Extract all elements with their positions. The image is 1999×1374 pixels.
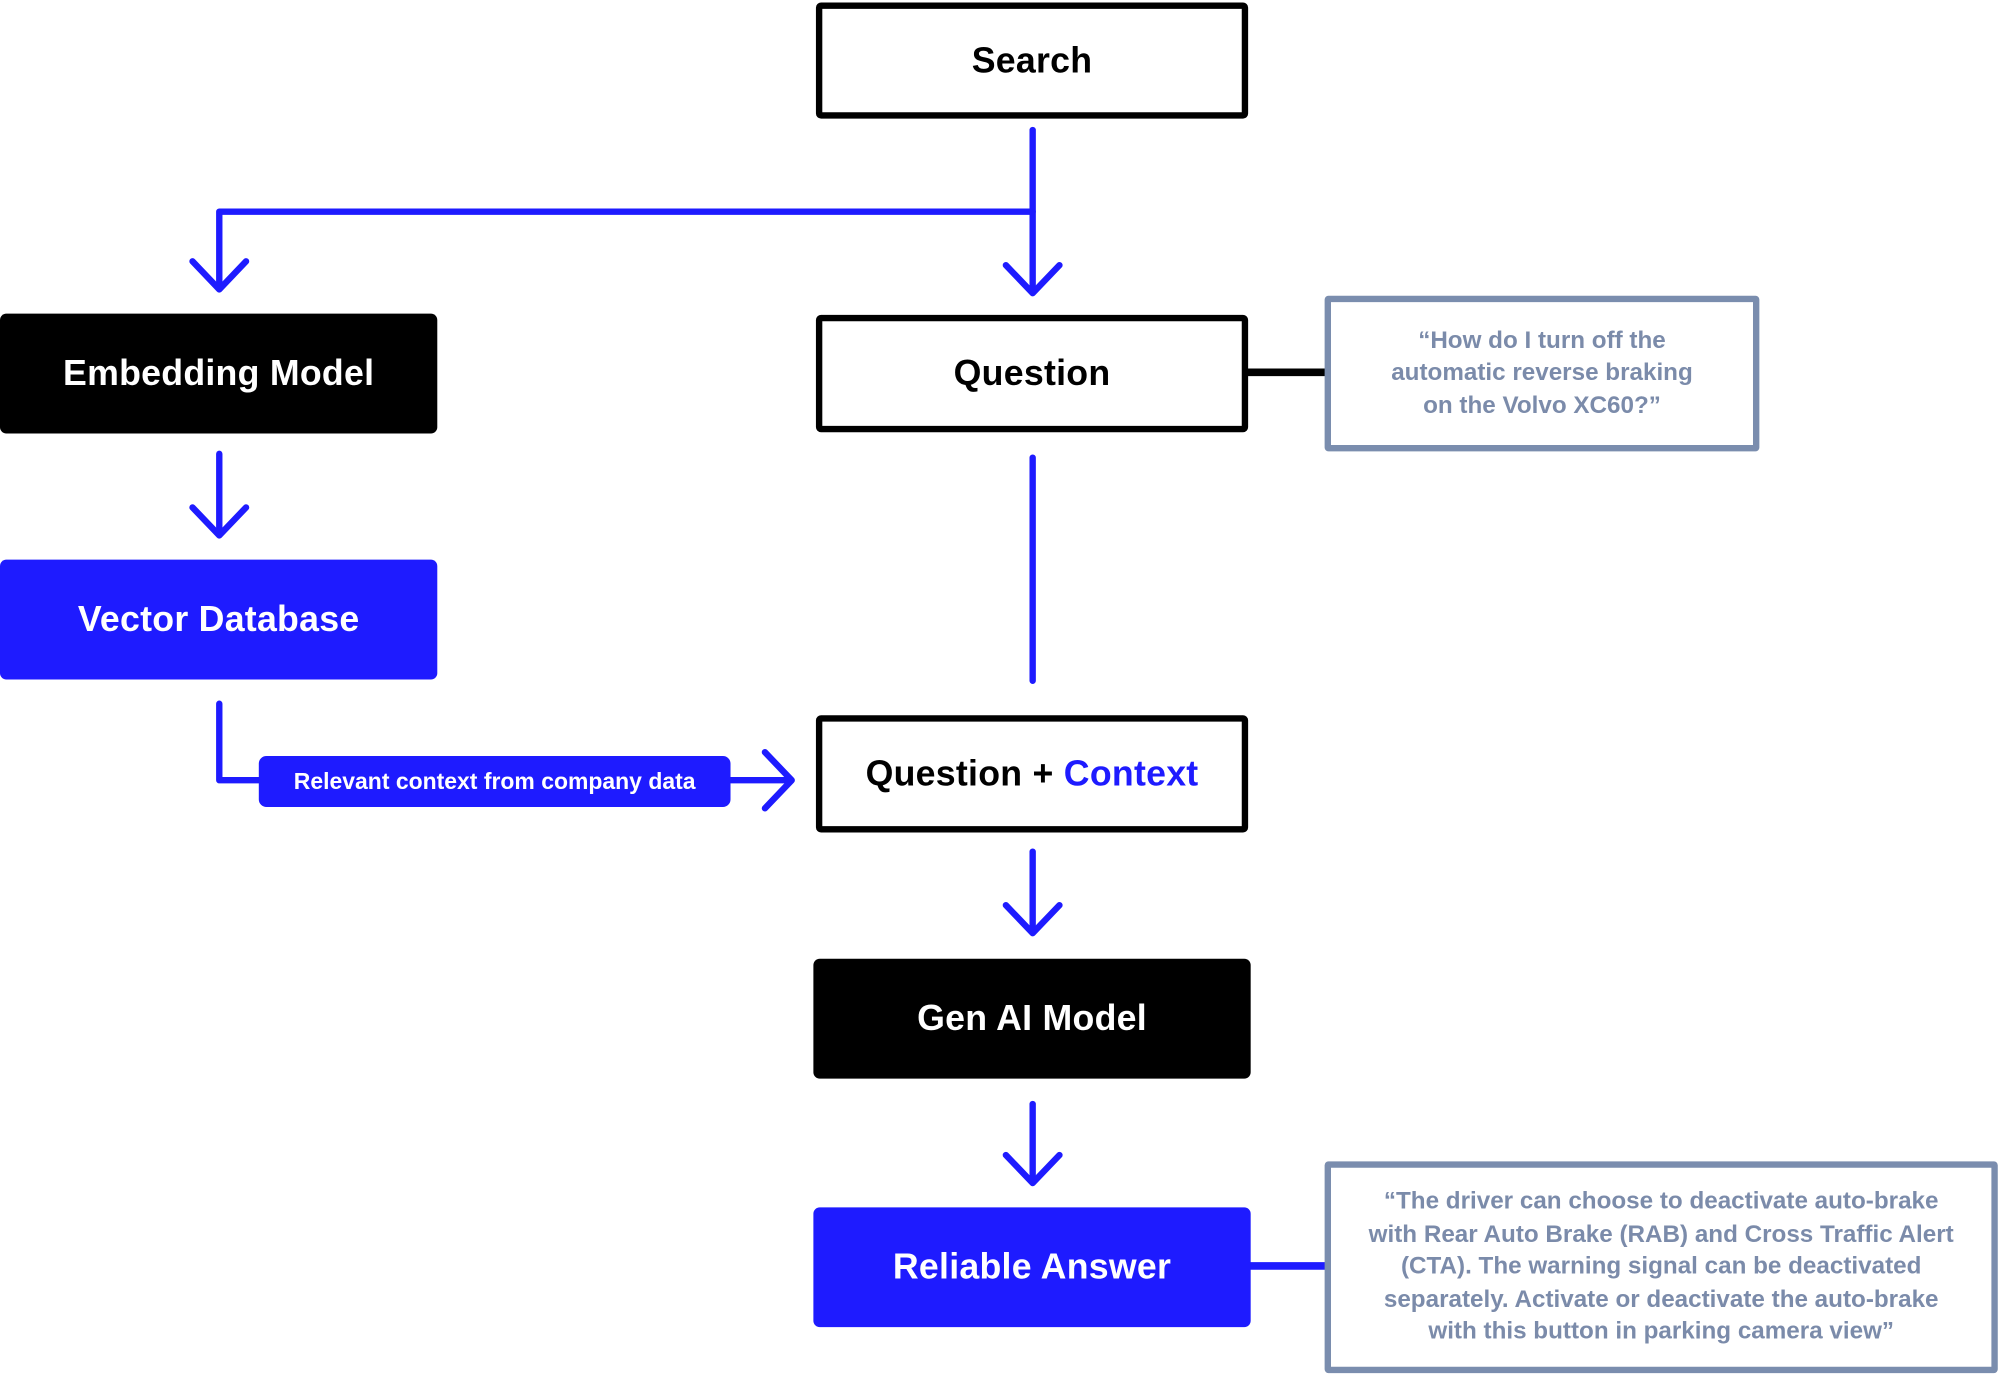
gen-ai-model-node: Gen AI Model bbox=[813, 958, 1251, 1079]
search-node: Search bbox=[815, 2, 1249, 119]
embedding-model-node: Embedding Model bbox=[0, 313, 438, 434]
reliable-answer-label: Reliable Answer bbox=[892, 1246, 1172, 1287]
arrowhead-embedding bbox=[189, 258, 250, 293]
edge-search-to-embedding bbox=[216, 208, 1036, 292]
question-context-node: Question + Context bbox=[815, 715, 1249, 833]
arrowhead-answer bbox=[1002, 1151, 1063, 1187]
question-label: Question bbox=[953, 353, 1111, 393]
answer-example-quote: “The driver can choose to deactivate aut… bbox=[1324, 1161, 1998, 1374]
vector-database-label: Vector Database bbox=[77, 599, 360, 639]
question-example-text: “How do I turn off the automatic reverse… bbox=[1391, 327, 1693, 420]
reliable-answer-node: Reliable Answer bbox=[813, 1207, 1251, 1328]
edge-vector-to-context bbox=[216, 700, 266, 784]
question-context-prefix: Question + bbox=[865, 753, 1064, 793]
answer-example-text: “The driver can choose to deactivate aut… bbox=[1368, 1188, 1954, 1346]
question-context-label: Question + Context bbox=[866, 753, 1199, 794]
vector-database-node: Vector Database bbox=[0, 559, 438, 680]
question-example-quote: “How do I turn off the automatic reverse… bbox=[1324, 295, 1760, 452]
gen-ai-model-label: Gen AI Model bbox=[917, 998, 1147, 1038]
arrowhead-vector bbox=[189, 504, 250, 539]
question-node: Question bbox=[815, 314, 1249, 433]
relevant-context-label: Relevant context from company data bbox=[258, 756, 731, 808]
search-label: Search bbox=[971, 40, 1093, 80]
arrowhead-question-context bbox=[761, 749, 795, 812]
arrowhead-question bbox=[1002, 261, 1063, 297]
relevant-context-text: Relevant context from company data bbox=[293, 768, 696, 794]
context-accent-text: Context bbox=[1063, 753, 1199, 793]
embedding-model-label: Embedding Model bbox=[63, 353, 375, 393]
arrowhead-genai bbox=[1002, 901, 1063, 937]
